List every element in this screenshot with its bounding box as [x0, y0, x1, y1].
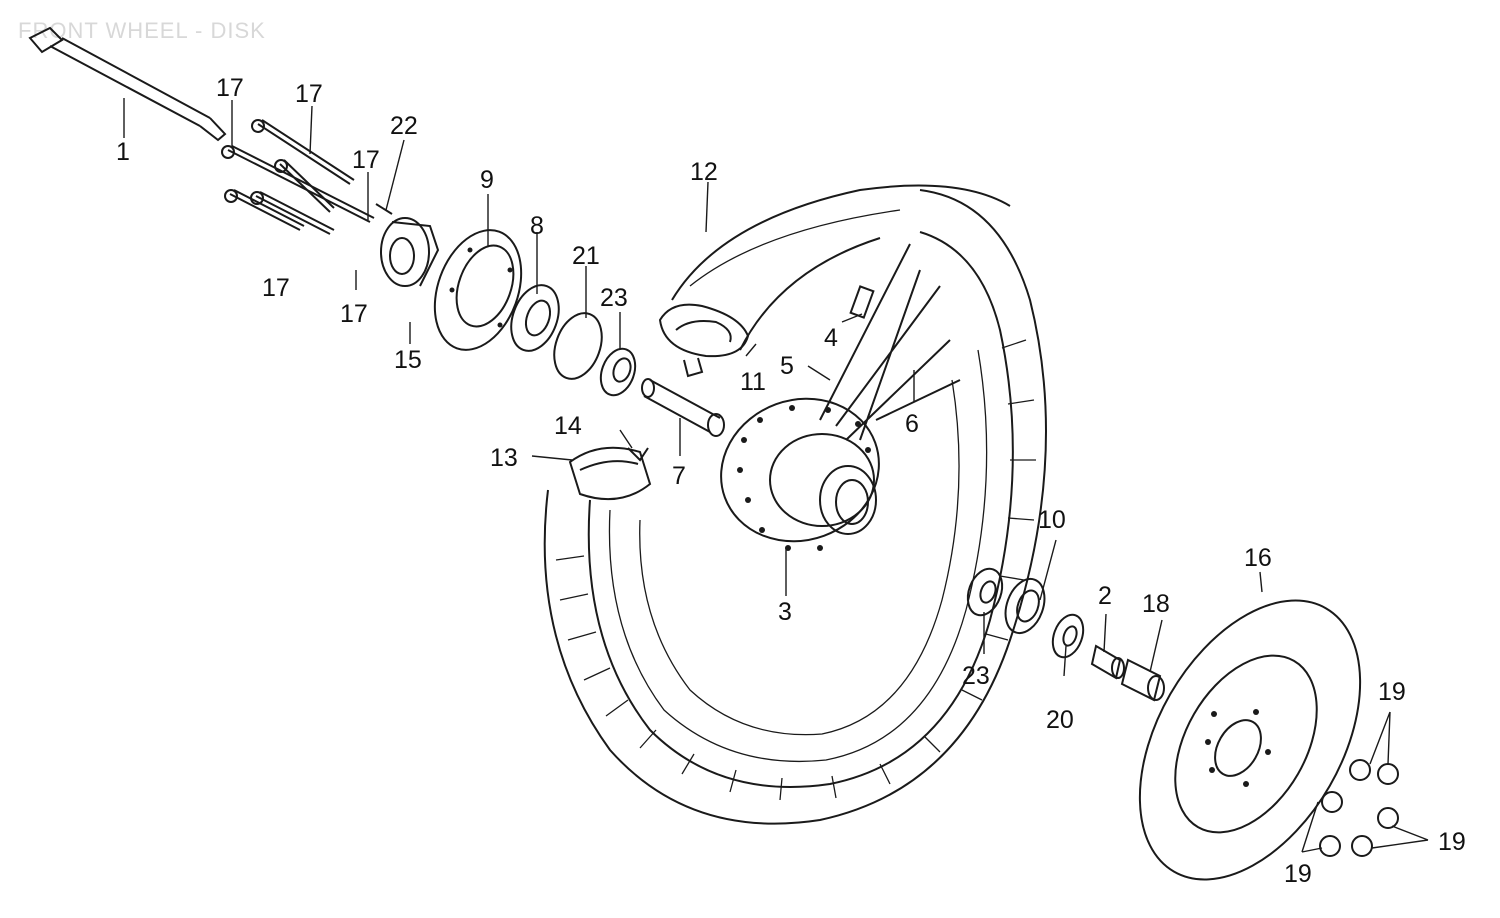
spacer-drawing	[641, 378, 725, 437]
valve-drawing	[849, 285, 875, 319]
label-part-6: 6	[905, 410, 919, 438]
seal-drawing	[510, 284, 560, 352]
label-part-15: 15	[394, 346, 422, 374]
label-part-11: 11	[740, 368, 766, 396]
label-part-7: 7	[672, 462, 686, 490]
nuts-drawing	[1319, 759, 1399, 857]
label-part-9: 9	[480, 166, 494, 194]
main-tire-drawing	[543, 189, 1047, 825]
bolts-drawing	[221, 119, 393, 235]
ring-drawing	[553, 312, 603, 380]
side-collar-drawing	[1120, 658, 1165, 702]
bearing-upper-drawing	[599, 347, 637, 397]
label-part-3: 3	[778, 598, 792, 626]
hub-drawing	[720, 397, 880, 551]
brake-disc-drawing	[1138, 599, 1362, 881]
label-part-23-b: 23	[962, 662, 990, 690]
label-part-4: 4	[824, 324, 838, 352]
label-part-17-b: 17	[295, 80, 323, 108]
label-part-17-e: 17	[340, 300, 368, 328]
retainer-drawing	[433, 229, 523, 351]
label-part-19-a: 19	[1378, 678, 1406, 706]
seal-right-drawing	[1004, 577, 1046, 635]
rim-strip-drawing	[568, 446, 652, 501]
dust-seal-drawing	[1051, 613, 1085, 659]
label-part-14: 14	[554, 412, 582, 440]
label-part-12: 12	[690, 158, 718, 186]
label-part-16: 16	[1244, 544, 1272, 572]
label-part-13: 13	[490, 444, 518, 472]
axle-drawing	[28, 26, 227, 142]
spokes-drawing	[819, 243, 961, 441]
label-part-19-b: 19	[1438, 828, 1466, 856]
label-part-5: 5	[780, 352, 794, 380]
label-part-21: 21	[572, 242, 600, 270]
label-part-1: 1	[116, 138, 130, 166]
tube-drawing	[658, 303, 750, 378]
label-part-17-d: 17	[262, 274, 290, 302]
part-labels: 1 17 17 17 17 17 22 15 9 8 21 23 12 11 5…	[116, 74, 1466, 888]
label-part-20: 20	[1046, 706, 1074, 734]
label-part-17-c: 17	[352, 146, 380, 174]
label-part-2: 2	[1098, 582, 1112, 610]
label-part-23-a: 23	[600, 284, 628, 312]
label-part-22: 22	[390, 112, 418, 140]
diagram-title: FRONT WHEEL - DISK	[18, 18, 266, 43]
label-part-10: 10	[1038, 506, 1066, 534]
tire-segment-drawing	[671, 184, 1011, 351]
collar-drawing	[1090, 644, 1125, 680]
leader-lines	[123, 98, 1429, 853]
gearbox-drawing	[380, 217, 440, 287]
label-part-19-c: 19	[1284, 860, 1312, 888]
label-part-8: 8	[530, 212, 544, 240]
bearing-lower-drawing	[966, 567, 1004, 617]
label-part-18: 18	[1142, 590, 1170, 618]
label-part-17-a: 17	[216, 74, 244, 102]
